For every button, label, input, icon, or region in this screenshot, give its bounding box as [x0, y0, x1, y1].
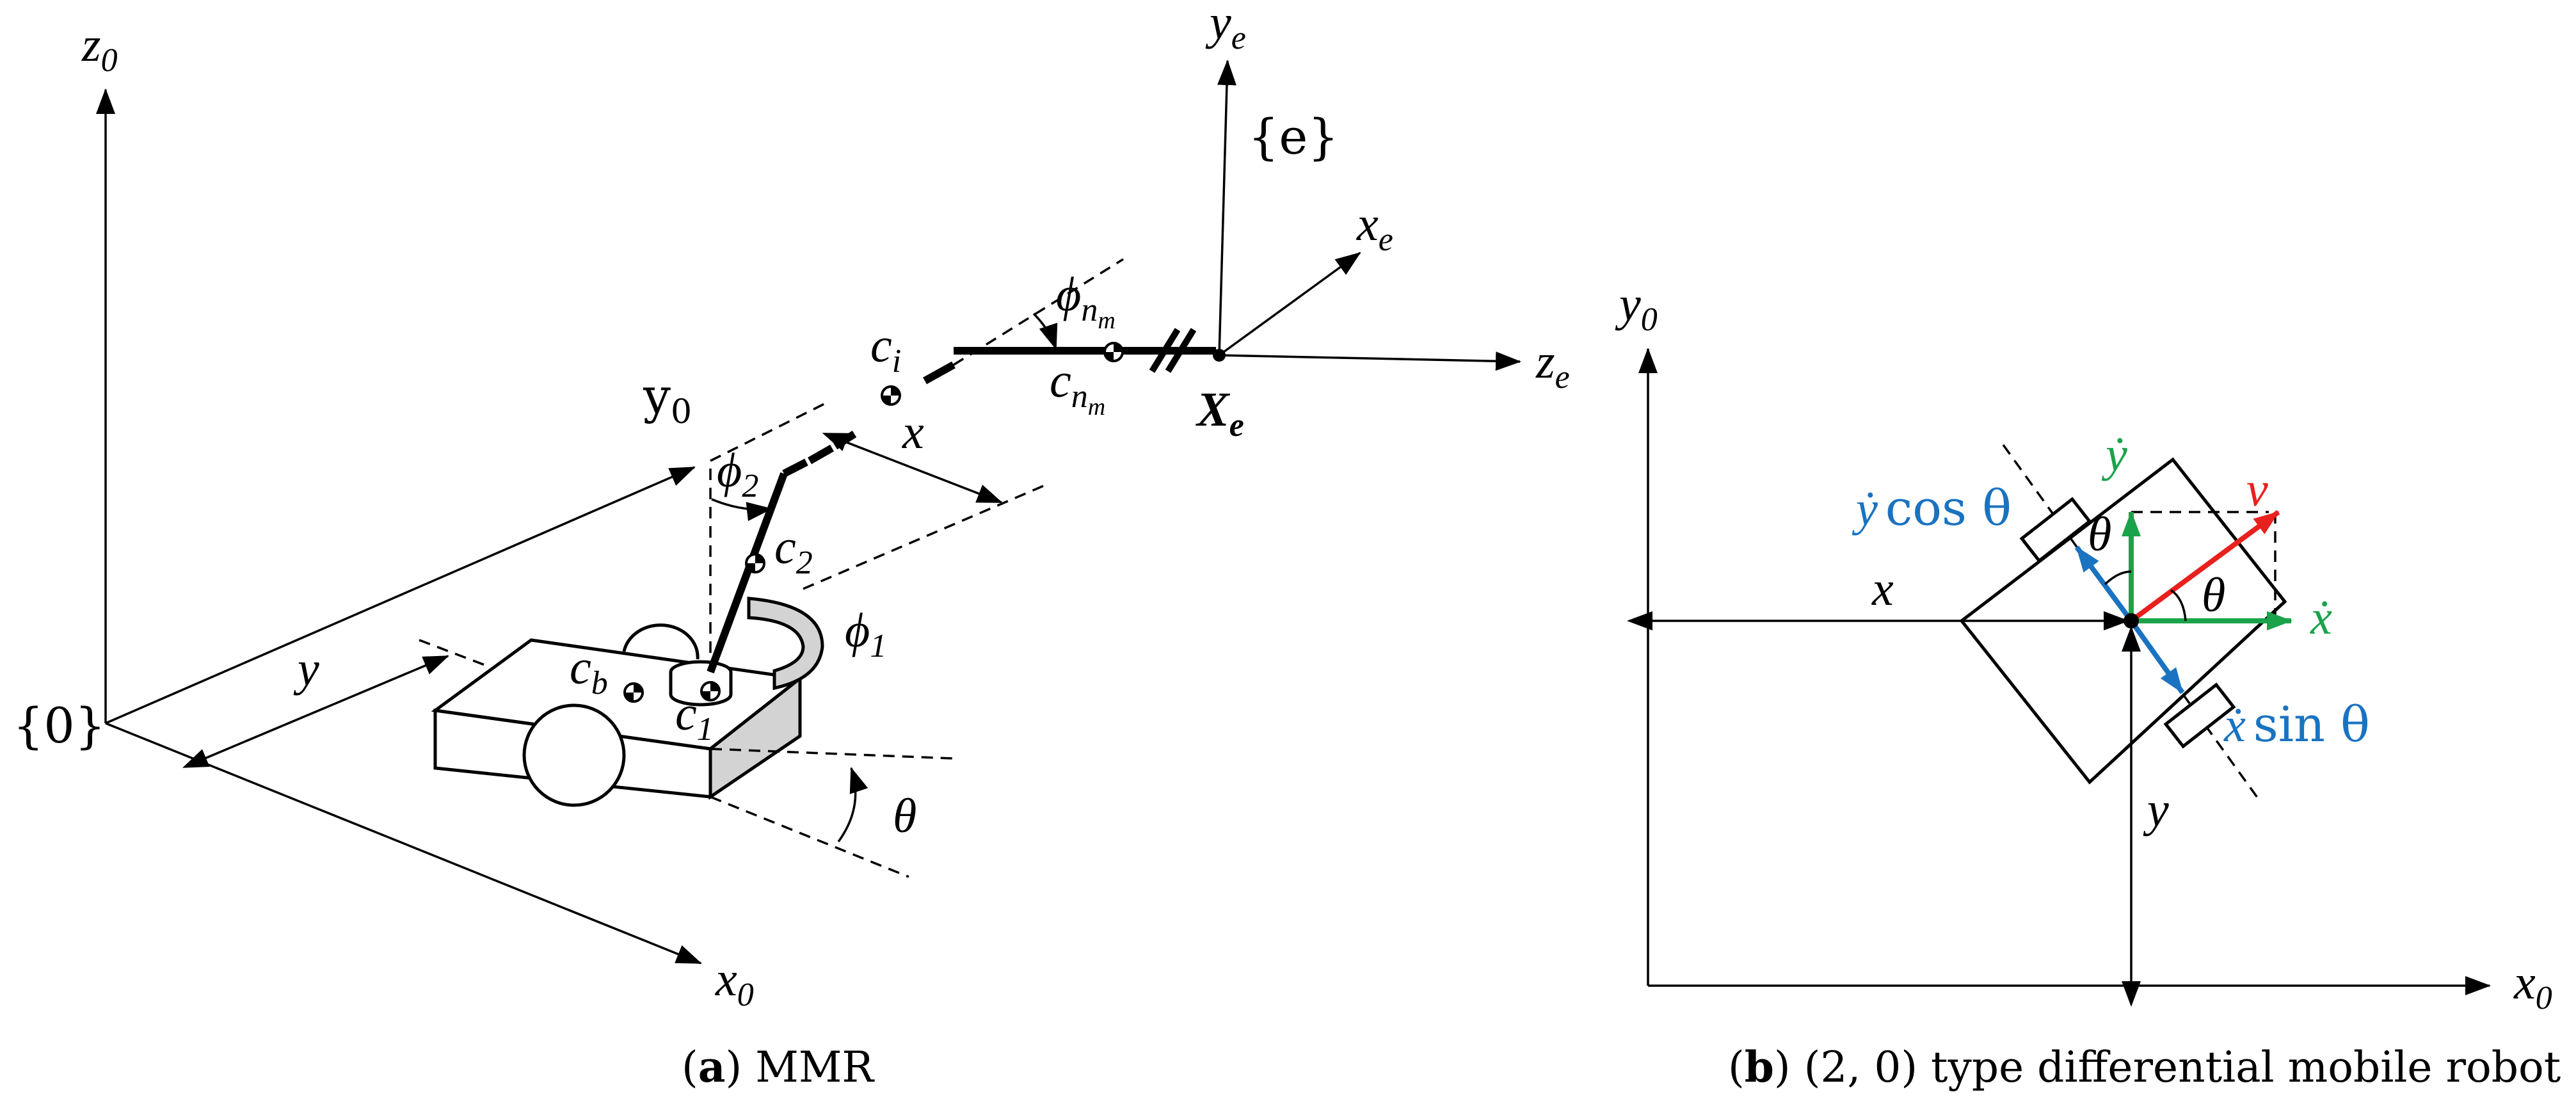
phi2-label: ϕ2 [717, 444, 758, 504]
v-vector [2129, 509, 2280, 623]
z0-label: z0 [81, 18, 118, 79]
theta-heading-line [710, 796, 909, 878]
phi1-label: ϕ1 [845, 604, 886, 664]
x0-label-b: x0 [2513, 956, 2552, 1016]
right-wheel-b [2163, 682, 2236, 749]
robot-center-b [2124, 613, 2139, 629]
phinm-guide [953, 258, 1124, 366]
y0-label-b: y0 [1615, 277, 1658, 338]
left-wheel-b [2019, 497, 2092, 563]
phinm-arc [1032, 312, 1058, 350]
front-wheel [522, 703, 626, 807]
x-distance-label-b: x [1871, 562, 1894, 616]
cb-label: cb [570, 641, 608, 701]
link-2b [808, 444, 834, 465]
phi2-arc [711, 498, 772, 522]
phi1-band [747, 597, 824, 691]
ye-axis [1217, 60, 1236, 356]
v-label: v [2246, 463, 2268, 517]
ci-label: ci [870, 319, 901, 380]
theta-label-b2: θ [2088, 508, 2111, 561]
theta-arc-b2 [2104, 570, 2132, 586]
caption-a: (a) MMR [682, 1042, 875, 1092]
theta-arc [837, 767, 868, 843]
y0-label-a: y0 [643, 367, 692, 431]
ze-label: ze [1535, 335, 1570, 396]
xe-label: xe [1356, 197, 1393, 258]
ycos-vector [2074, 545, 2134, 623]
robot-body-b [1959, 457, 2287, 785]
x-distance-label: x [902, 405, 924, 459]
mobile-base [431, 623, 804, 807]
end-tick-2 [1165, 328, 1197, 373]
theta-ref-line [710, 748, 954, 760]
ye-label: ye [1205, 0, 1246, 56]
xdot-label: ẋ [2310, 591, 2332, 645]
frame-e-label: {e} [1248, 108, 1339, 165]
Xe-label: Xe [1196, 383, 1244, 444]
x-dist-guide-a [803, 482, 1050, 590]
c2-label: c2 [774, 520, 813, 581]
c1-label: c1 [675, 687, 714, 748]
y-dist-guide [419, 639, 487, 667]
caption-b: (b) (2, 0) type differential mobile robo… [1728, 1042, 2561, 1092]
phi2-guide [710, 402, 826, 462]
link-3 [923, 361, 956, 385]
panel-a: z0 x0 {0} y0 y θ ϕ1 [13, 0, 1570, 1092]
ydot-label: ẏ [2101, 428, 2127, 481]
cnm-label: cnm [1050, 354, 1105, 421]
x0-label: x0 [715, 952, 754, 1013]
y-distance-label: y [293, 642, 319, 696]
frame0-label: {0} [13, 697, 106, 754]
x-distance-arrow [822, 433, 1003, 504]
theta-arc-b1 [2170, 589, 2187, 621]
ze-axis [1219, 351, 1521, 371]
y-distance-label-b: y [2143, 783, 2169, 837]
end-tick-1 [1149, 328, 1181, 373]
link-2 [782, 458, 808, 477]
com-markers [623, 342, 1124, 703]
theta-label-b1: θ [2202, 568, 2225, 622]
y-distance-arrow [182, 655, 449, 768]
rear-wheel [622, 623, 700, 660]
xe-axis [1218, 252, 1361, 357]
phinm-label: ϕnm [1056, 268, 1116, 334]
xsin-vector [2129, 619, 2185, 694]
theta-label-a: θ [893, 789, 916, 843]
